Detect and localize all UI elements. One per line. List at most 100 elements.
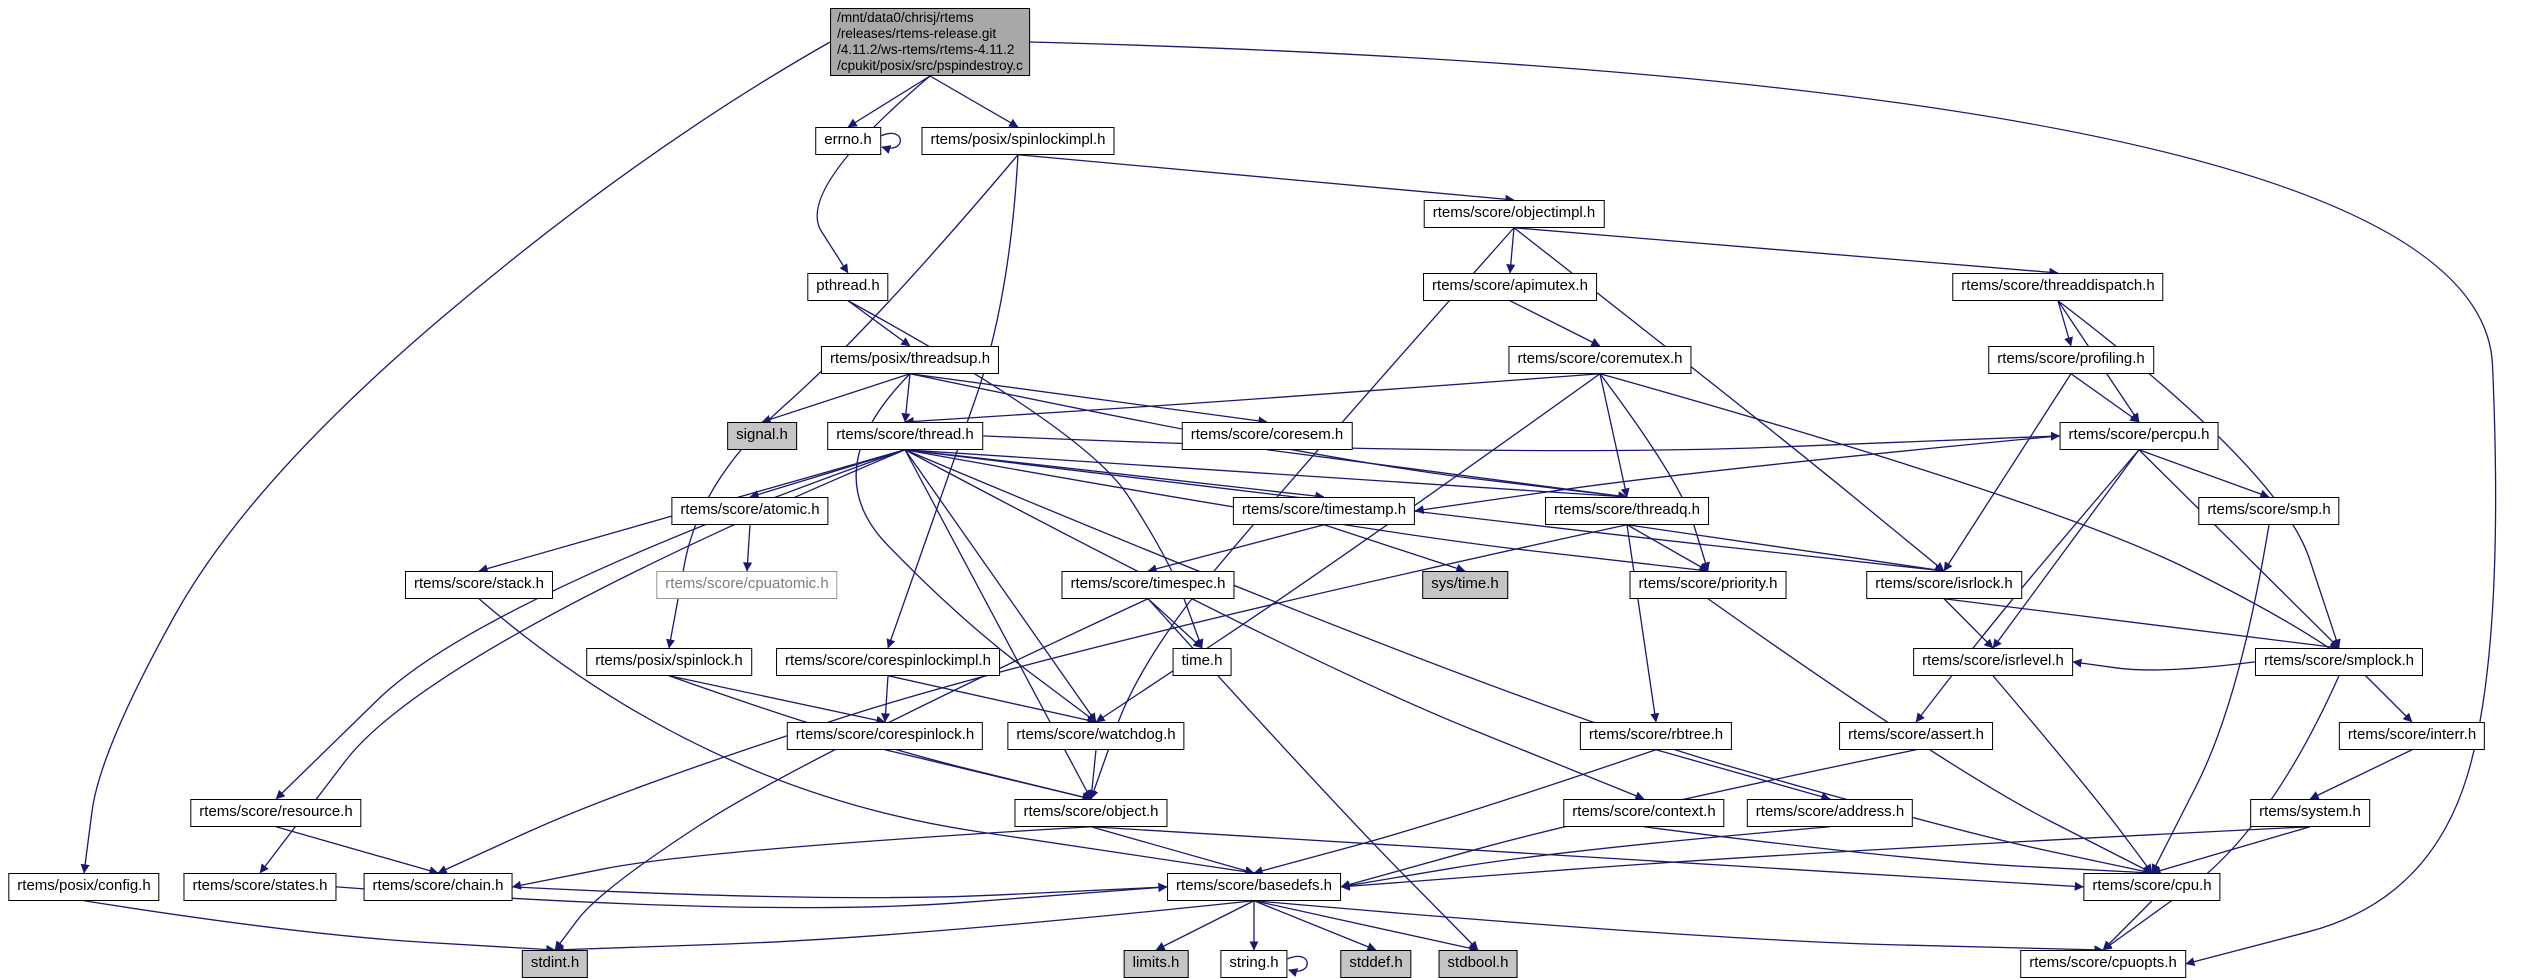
node-states[interactable]: rtems/score/states.h [183, 873, 337, 901]
node-system[interactable]: rtems/system.h [2250, 799, 2370, 827]
node-stdbool: stdbool.h [1438, 950, 1518, 978]
edge-corespinlock-object [884, 749, 1092, 802]
edge-root-errno [847, 75, 931, 128]
node-objectimpl[interactable]: rtems/score/objectimpl.h [1423, 200, 1605, 228]
node-string[interactable]: string.h [1220, 950, 1288, 978]
edge-coresem-threadq [1266, 449, 1628, 501]
edge-watchdog-object [1087, 749, 1097, 800]
node-smp[interactable]: rtems/score/smp.h [2198, 497, 2340, 525]
edge-thread-threadq [904, 449, 1628, 501]
node-threadsup[interactable]: rtems/posix/threadsup.h [820, 346, 1000, 374]
root-path-line: /4.11.2/ws-rtems/rtems-4.11.2 [837, 42, 1015, 57]
node-limits: limits.h [1123, 950, 1189, 978]
node-resource[interactable]: rtems/score/resource.h [190, 799, 362, 827]
edge-threadsup-signal [761, 373, 911, 424]
edge-root-pconfig [80, 41, 831, 874]
edge-pthread-threadsup [847, 300, 911, 347]
node-isrlock[interactable]: rtems/score/isrlock.h [1866, 571, 2022, 599]
edge-objectimpl-apimutex [1506, 227, 1516, 274]
node-thread[interactable]: rtems/score/thread.h [827, 422, 983, 450]
node-threadq[interactable]: rtems/score/threadq.h [1545, 497, 1709, 525]
node-corespinlock[interactable]: rtems/score/corespinlock.h [786, 722, 984, 750]
node-threaddispatch[interactable]: rtems/score/threaddispatch.h [1952, 273, 2164, 301]
node-timespec[interactable]: rtems/score/timespec.h [1061, 571, 1235, 599]
node-address[interactable]: rtems/score/address.h [1746, 799, 1914, 827]
node-pthread[interactable]: pthread.h [807, 273, 889, 301]
node-errno[interactable]: errno.h [815, 127, 881, 155]
node-spinlockimpl[interactable]: rtems/posix/spinlockimpl.h [921, 127, 1115, 155]
edge-spinlockimpl-corespinlockimpl [886, 154, 1019, 649]
edge-thread-percpu [982, 431, 2061, 452]
node-priority[interactable]: rtems/score/priority.h [1629, 571, 1787, 599]
node-context[interactable]: rtems/score/context.h [1563, 799, 1725, 827]
root-path-line: /cpukit/posix/src/pspindestroy.c [837, 58, 1023, 73]
node-smplock[interactable]: rtems/score/smplock.h [2254, 648, 2424, 676]
node-timestamp[interactable]: rtems/score/timestamp.h [1232, 497, 1416, 525]
edge-threadq-priority [1626, 524, 1709, 572]
edge-system-cpu [2151, 826, 2311, 875]
node-coresem[interactable]: rtems/score/coresem.h [1181, 422, 1353, 450]
edge-isrlock-smplock [1943, 598, 2340, 652]
edge-root-spinlockimpl [929, 75, 1019, 128]
edge-apimutex-coremutex [1509, 300, 1601, 347]
node-pconfig[interactable]: rtems/posix/config.h [8, 873, 160, 901]
node-cpu[interactable]: rtems/score/cpu.h [2083, 873, 2221, 901]
node-pspinlock[interactable]: rtems/posix/spinlock.h [586, 648, 752, 676]
node-cpuopts[interactable]: rtems/score/cpuopts.h [2020, 950, 2186, 978]
edge-timestamp-timespec [1147, 524, 1325, 574]
node-cpuatomic: rtems/score/cpuatomic.h [656, 571, 838, 599]
edge-atomic-cpuatomic [743, 524, 753, 572]
edge-basedefs-stddef [1253, 900, 1377, 951]
edge-basedefs-stdbool [1253, 900, 1479, 953]
edge-basedefs-limits [1155, 900, 1255, 951]
node-apimutex[interactable]: rtems/score/apimutex.h [1423, 273, 1597, 301]
edge-object-basedefs [1090, 826, 1255, 876]
edge-timespec-time [1147, 598, 1203, 649]
edge-rbtree-address [1655, 749, 1831, 802]
edge-thread-atomic [749, 449, 906, 499]
node-basedefs[interactable]: rtems/score/basedefs.h [1167, 873, 1341, 901]
node-coremutex[interactable]: rtems/score/coremutex.h [1508, 346, 1692, 374]
edge-pspinlock-corespinlock [668, 675, 886, 725]
edge-profiling-isrlock [1943, 373, 2072, 572]
edge-interr-system [2309, 749, 2413, 800]
edge-errno-errno [880, 132, 902, 154]
node-watchdog[interactable]: rtems/score/watchdog.h [1007, 722, 1185, 750]
edge-profiling-percpu [2070, 373, 2140, 423]
edge-coremutex-priority [1599, 373, 1710, 572]
node-atomic[interactable]: rtems/score/atomic.h [671, 497, 829, 525]
edge-basedefs-cpuopts [1253, 900, 2104, 955]
node-root: /mnt/data0/chrisj/rtems/releases/rtems-r… [830, 8, 1030, 76]
edge-objectimpl-threaddispatch [1513, 227, 2059, 277]
node-object[interactable]: rtems/score/object.h [1014, 799, 1168, 827]
node-stack[interactable]: rtems/score/stack.h [404, 571, 554, 599]
edge-thread-isrlock [904, 449, 1945, 575]
edge-percpu-timestamp [1414, 435, 2060, 515]
node-isrlevel[interactable]: rtems/score/isrlevel.h [1913, 648, 2073, 676]
node-rbtree[interactable]: rtems/score/rbtree.h [1579, 722, 1733, 750]
node-assert[interactable]: rtems/score/assert.h [1839, 722, 1993, 750]
node-interr[interactable]: rtems/score/interr.h [2338, 722, 2486, 750]
node-profiling[interactable]: rtems/score/profiling.h [1988, 346, 2154, 374]
node-corespinlockimpl[interactable]: rtems/score/corespinlockimpl.h [776, 648, 1000, 676]
edge-root-pthread [816, 75, 931, 274]
edge-coremutex-thread [904, 373, 1601, 426]
edge-chain-basedefs [512, 882, 1168, 899]
node-chain[interactable]: rtems/score/chain.h [363, 873, 513, 901]
edge-percpu-smp [2138, 449, 2270, 499]
root-path-line: /mnt/data0/chrisj/rtems [837, 10, 974, 25]
edge-thread-timestamp [904, 449, 1325, 501]
edge-basedefs-stdint [554, 900, 1255, 955]
edge-resource-chain [275, 826, 439, 876]
edge-object-chain [511, 826, 1092, 890]
edge-isrlevel-cpu [1992, 675, 2153, 874]
edge-threadq-rbtree [1626, 524, 1660, 723]
edge-percpu-isrlevel [1992, 449, 2140, 649]
node-percpu[interactable]: rtems/score/percpu.h [2059, 422, 2219, 450]
edge-threadsup-thread [901, 373, 911, 423]
node-time[interactable]: time.h [1172, 648, 1232, 676]
node-systime: sys/time.h [1422, 571, 1508, 599]
edge-string-string [1287, 955, 1308, 977]
